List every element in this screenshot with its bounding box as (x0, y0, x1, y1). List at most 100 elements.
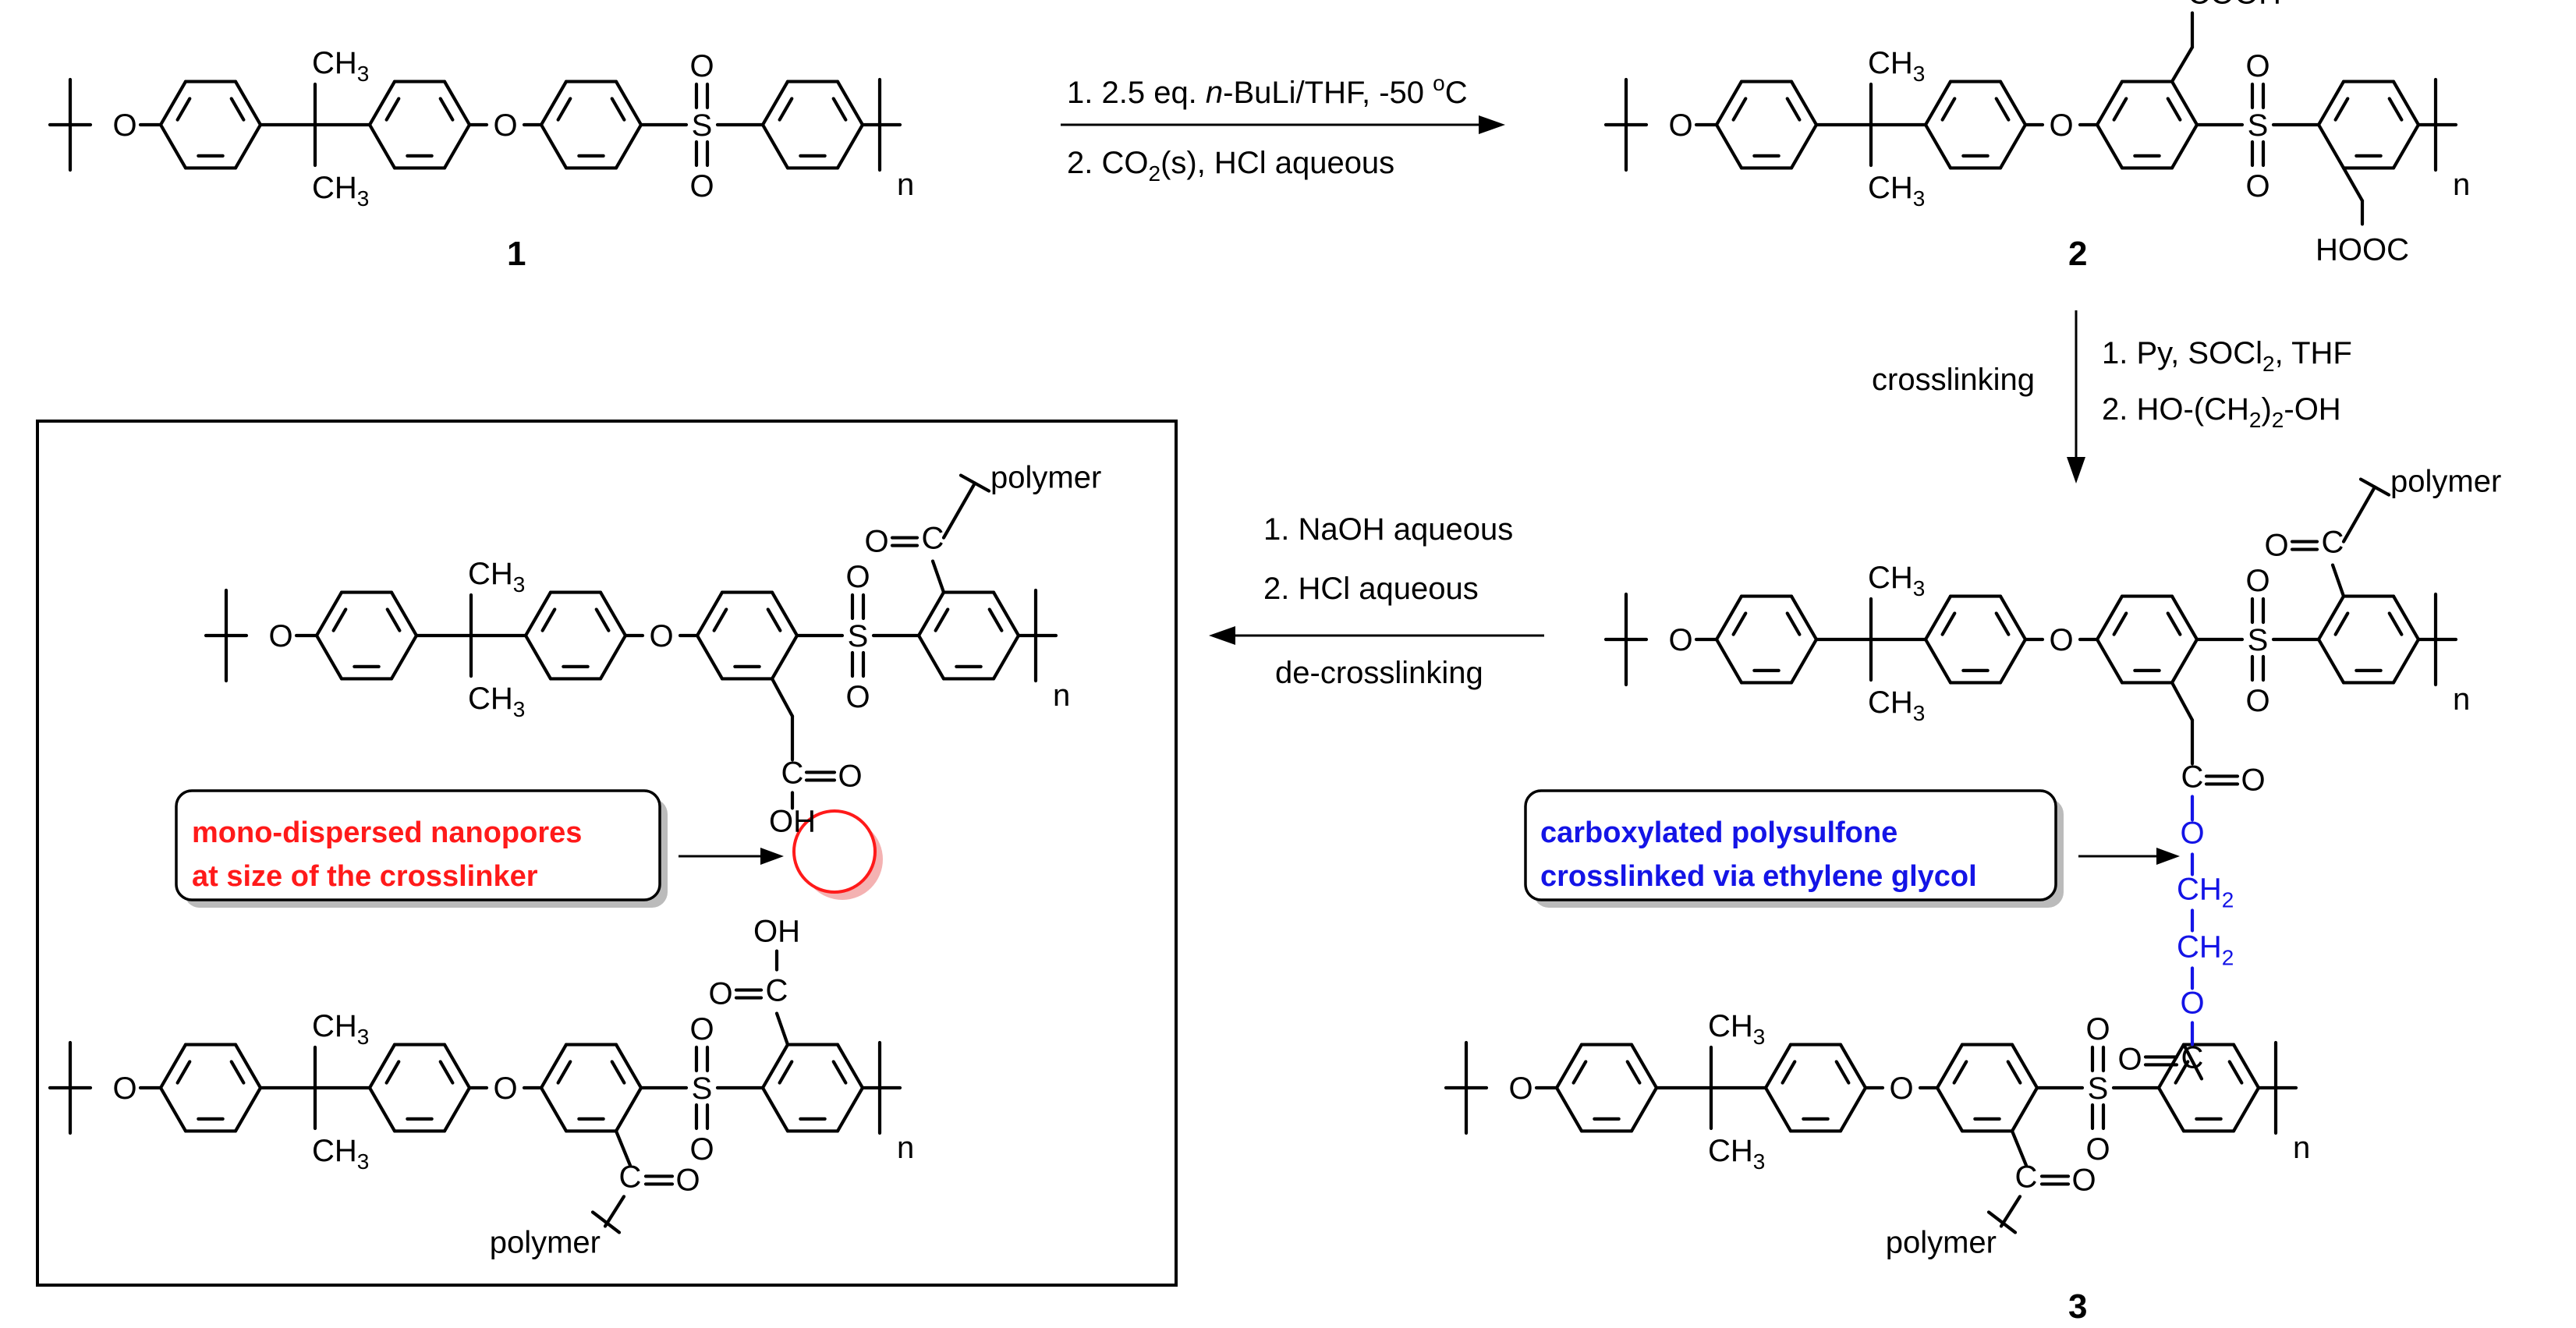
ether-oxygen-label: O (1668, 623, 1692, 657)
polymer-cut-mark (590, 1210, 622, 1234)
phenyl-ring-2-inner-bond (384, 1060, 401, 1085)
phenyl-ring-1-edge (1629, 1085, 1659, 1133)
phenyl-ring-1-edge (314, 590, 344, 638)
carbonyl-oxygen-label: O (708, 977, 732, 1011)
phenyl-ring-3-inner-bond (2112, 611, 2128, 636)
phenyl-ring-3-edge (770, 590, 799, 638)
methyl-label-bottom: CH3 (312, 1134, 369, 1174)
ester-bond (2330, 563, 2346, 598)
phenyl-ring-2-edge (1763, 1043, 1793, 1090)
phenyl-ring-2-edge (442, 1085, 472, 1133)
phenyl-ring-2-edge (598, 633, 628, 681)
phenyl-ring-1-edge (1714, 122, 1744, 170)
carboxyl-bond (2170, 45, 2195, 83)
sulfonyl-oxygen-bottom: O (2245, 169, 2270, 204)
phenyl-ring-1-edge (233, 1043, 263, 1090)
ether-oxygen-label: O (1508, 1071, 1532, 1106)
phenyl-ring-3-edge (539, 80, 569, 127)
phenyl-ring-4-edge (991, 590, 1021, 638)
phenyl-ring-4-edge (2391, 80, 2421, 127)
repeat-n-label: n (897, 168, 914, 202)
methyl-label-bottom: CH3 (312, 171, 369, 211)
carboxyl-bond (774, 1011, 790, 1046)
phenyl-ring-3-edge (539, 1085, 569, 1133)
phenyl-ring-2-edge (598, 590, 628, 638)
ether-oxygen-label: O (2049, 623, 2073, 657)
phenyl-ring-3-edge (1935, 1043, 1965, 1090)
phenyl-ring-2-edge (1998, 122, 2028, 170)
phenyl-ring-4-inner-bond (831, 97, 848, 122)
phenyl-ring-3-inner-bond (2112, 97, 2128, 122)
ester-carbon-label: C (2322, 526, 2344, 560)
ester-carbon-label: C (2015, 1160, 2038, 1194)
ether-oxygen-label: O (493, 1071, 517, 1106)
callout-blue-line-2: crosslinked via ethylene glycol (1540, 860, 1977, 893)
phenyl-ring-3-edge (539, 1043, 569, 1090)
carbonyl-oxygen-label: O (2117, 1042, 2142, 1076)
methyl-label-bottom: CH3 (1708, 1134, 1765, 1174)
callout-red-line-2: at size of the crosslinker (192, 860, 538, 893)
phenyl-ring-4-edge (760, 1085, 790, 1133)
phenyl-ring-3-inner-bond (1952, 1060, 1968, 1085)
ester-carbon-label: C (619, 1160, 642, 1194)
phenyl-ring-4-edge (760, 1043, 790, 1090)
phenyl-ring-2-edge (523, 590, 553, 638)
phenyl-ring-1-edge (1789, 637, 1819, 685)
polymer-label: polymer (2390, 465, 2501, 499)
phenyl-ring-2-edge (1923, 637, 1953, 685)
phenyl-ring-4-edge (2391, 122, 2421, 170)
phenyl-ring-4-inner-bond (987, 607, 1004, 632)
phenyl-ring-1-inner-bond (175, 97, 192, 122)
ester-bond (930, 559, 946, 594)
phenyl-ring-3-edge (2010, 1043, 2039, 1090)
step3-below-label: de-crosslinking (1275, 656, 1483, 690)
phenyl-ring-2-edge (1838, 1043, 1868, 1090)
repeat-n-label: n (2453, 168, 2470, 202)
phenyl-ring-4-edge (2316, 122, 2346, 170)
step1-condition-2: 2. CO2(s), HCl aqueous (1067, 146, 1394, 186)
phenyl-ring-3-edge (2095, 594, 2124, 642)
sulfonyl-oxygen-bottom: O (689, 169, 714, 204)
phenyl-ring-4-edge (916, 590, 946, 638)
crosslink-ch2: CH2 (2177, 930, 2234, 969)
polymer-link-bond (603, 1195, 626, 1228)
product-box (36, 420, 1178, 1287)
phenyl-ring-1-edge (1714, 80, 1744, 127)
phenyl-ring-4-edge (835, 122, 865, 170)
carbonyl-oxygen-label: O (2264, 529, 2288, 563)
sulfur-label: S (2088, 1071, 2109, 1106)
sulfonyl-oxygen-top: O (689, 1012, 714, 1046)
phenyl-ring-3-edge (2095, 637, 2124, 685)
phenyl-ring-3-edge (770, 633, 799, 681)
phenyl-ring-1-inner-bond (385, 607, 402, 632)
reaction-arrowhead-3 (1209, 626, 1235, 645)
phenyl-ring-1-edge (1789, 80, 1819, 127)
step2-condition-1: 1. Py, SOCl2, THF (2102, 336, 2352, 376)
sulfur-label: S (2248, 108, 2269, 143)
carboxyl-carbon-label: C (766, 974, 788, 1008)
phenyl-ring-1-inner-bond (1731, 611, 1748, 636)
reaction-step-2: crosslinking 1. Py, SOCl2, THF 2. HO-(CH… (1872, 310, 2352, 483)
phenyl-ring-4-edge (991, 633, 1021, 681)
reaction-step-3: 1. NaOH aqueous 2. HCl aqueous de-crossl… (1209, 512, 1544, 690)
phenyl-ring-1-inner-bond (229, 97, 246, 122)
callout-red-box (175, 789, 661, 901)
crosslink-oxygen: O (2180, 986, 2204, 1020)
phenyl-ring-2-edge (1763, 1085, 1793, 1133)
reaction-arrowhead-2 (2067, 457, 2085, 483)
ester-bond (614, 1129, 632, 1167)
phenyl-ring-2-inner-bond (438, 97, 455, 122)
carboxyl-carbon-label: C (781, 756, 804, 790)
phenyl-ring-3-inner-bond (610, 97, 626, 122)
phenyl-ring-4-inner-bond (778, 1060, 794, 1085)
methyl-label-top: CH3 (468, 557, 525, 597)
polymer-cut-mark (2358, 477, 2391, 497)
phenyl-ring-4-inner-bond (831, 1060, 848, 1085)
phenyl-ring-3-inner-bond (556, 1060, 572, 1085)
compound-number-3: 3 (2068, 1287, 2087, 1326)
phenyl-ring-2-edge (442, 122, 472, 170)
phenyl-ring-4-inner-bond (2333, 97, 2350, 122)
phenyl-ring-2-inner-bond (1940, 611, 1957, 636)
